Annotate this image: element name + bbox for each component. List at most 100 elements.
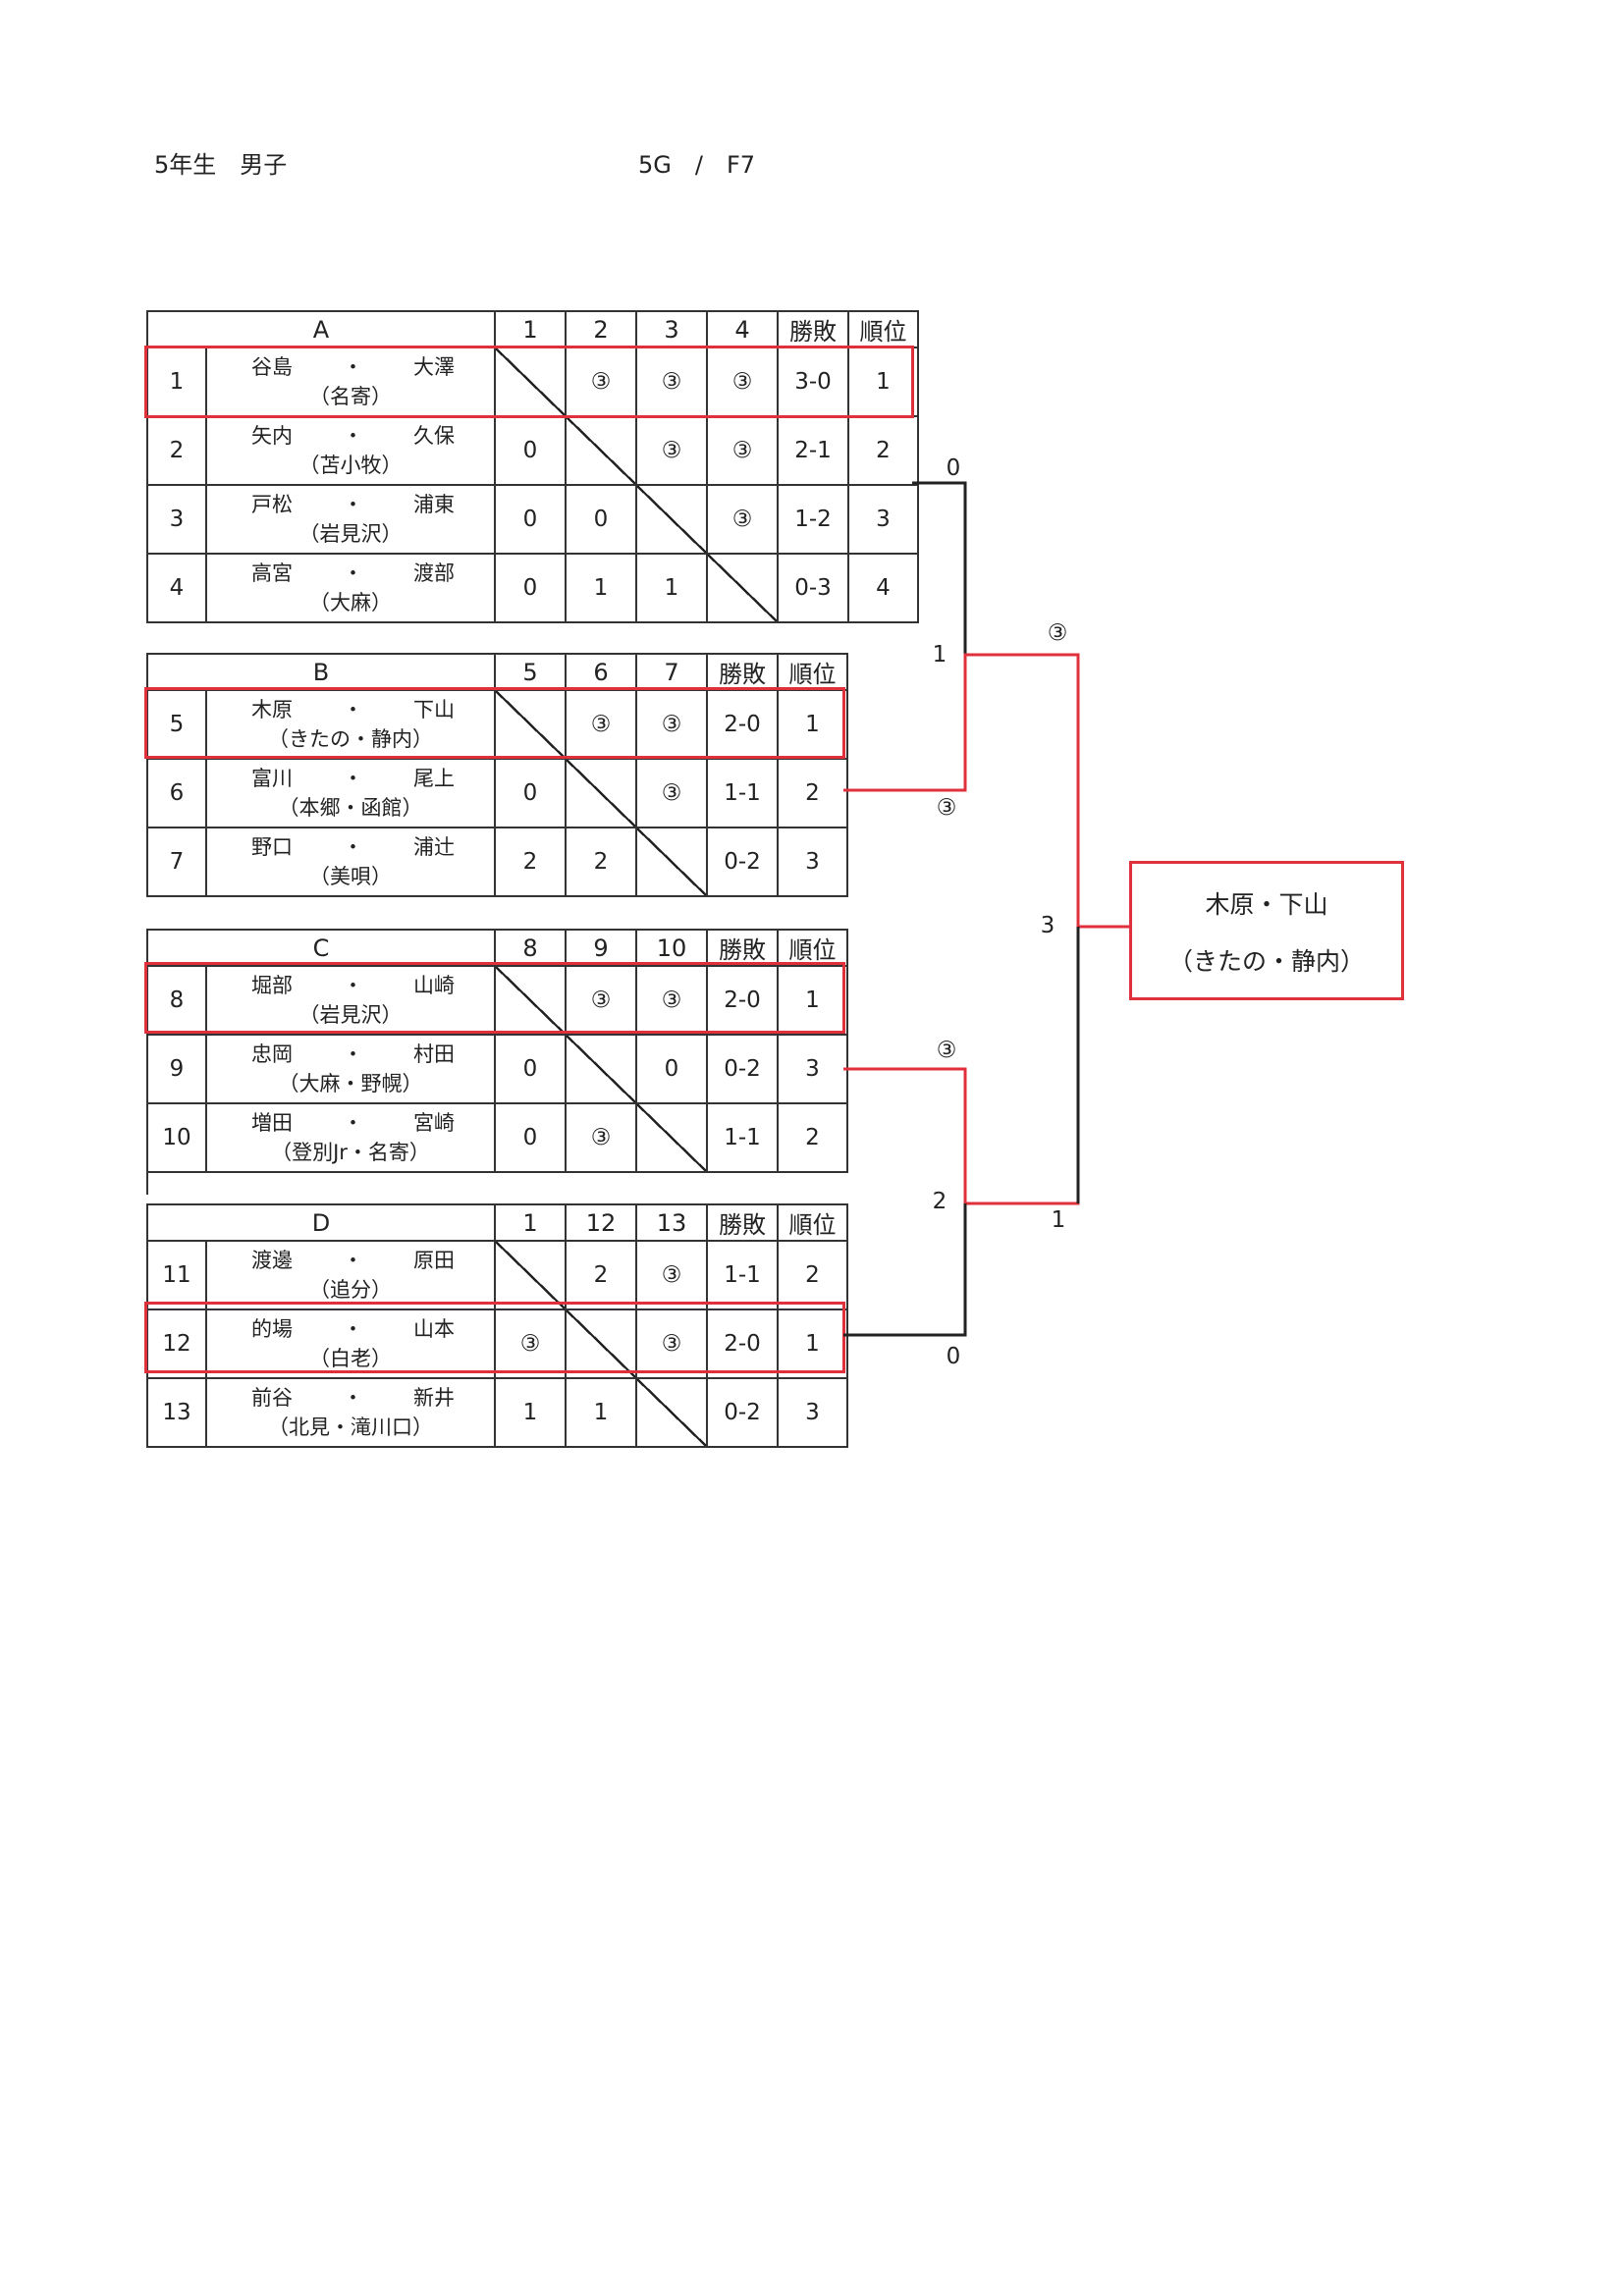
separator: ・ — [343, 767, 363, 790]
score-cell: ③ — [565, 1102, 637, 1173]
diagonal-cell — [706, 553, 779, 623]
score-cell: 0 — [635, 1034, 708, 1104]
rank: 2 — [847, 415, 919, 486]
champion-names: 木原・下山 — [1205, 890, 1328, 919]
score-label: ③ — [936, 795, 957, 821]
player-1: 野口 — [251, 835, 293, 859]
column-header: 10 — [635, 929, 708, 967]
column-header: 9 — [565, 929, 637, 967]
record-header: 勝敗 — [706, 1203, 779, 1242]
spacer — [146, 1171, 847, 1195]
diagonal-cell — [494, 1240, 567, 1310]
player-1: 戸松 — [251, 493, 293, 516]
team-number: 8 — [146, 965, 207, 1036]
column-header: 8 — [494, 929, 567, 967]
player-2: 山崎 — [413, 974, 455, 997]
group-label: A — [146, 310, 496, 348]
separator: ・ — [343, 974, 363, 997]
player-1: 木原 — [251, 698, 293, 721]
team-cell: 増田・宮崎（登別Jr・名寄） — [205, 1102, 496, 1173]
separator: ・ — [343, 424, 363, 448]
team-number: 11 — [146, 1240, 207, 1310]
club: （白老） — [309, 1347, 392, 1370]
score-cell: 0 — [494, 484, 567, 555]
player-2: 浦辻 — [413, 835, 455, 859]
club: （大麻） — [309, 591, 392, 614]
score-cell: 0 — [494, 1102, 567, 1173]
record: 0-2 — [706, 827, 779, 897]
team-cell: 堀部・山崎（岩見沢） — [205, 965, 496, 1036]
player-2: 浦東 — [413, 493, 455, 516]
diagonal-cell — [494, 965, 567, 1036]
score-cell: ③ — [635, 415, 708, 486]
player-2: 村田 — [413, 1042, 455, 1066]
club: （追分） — [309, 1278, 392, 1302]
group-label: C — [146, 929, 496, 967]
score-cell: ③ — [565, 347, 637, 417]
diagonal-cell — [635, 1102, 708, 1173]
separator: ・ — [343, 835, 363, 859]
record-header: 勝敗 — [706, 653, 779, 691]
player-1: 忠岡 — [251, 1042, 293, 1066]
player-1: 富川 — [251, 767, 293, 790]
team-cell: 忠岡・村田（大麻・野幌） — [205, 1034, 496, 1104]
rank: 1 — [847, 347, 919, 417]
score-label: 1 — [932, 642, 947, 667]
player-2: 尾上 — [413, 767, 455, 790]
player-1: 的場 — [251, 1317, 293, 1341]
player-1: 増田 — [251, 1111, 293, 1135]
club: （岩見沢） — [298, 522, 403, 546]
team-number: 6 — [146, 758, 207, 828]
separator: ・ — [343, 355, 363, 379]
rank: 3 — [777, 1034, 848, 1104]
separator: ・ — [343, 1386, 363, 1410]
record: 0-2 — [706, 1377, 779, 1448]
diagonal-cell — [565, 1308, 637, 1379]
score-cell: ③ — [635, 965, 708, 1036]
score-cell: 2 — [494, 827, 567, 897]
score-cell: ③ — [565, 689, 637, 760]
team-cell: 戸松 ・ 浦東 （岩見沢） — [205, 484, 496, 555]
team-number: 2 — [146, 415, 207, 486]
diagonal-cell — [565, 758, 637, 828]
player-1: 堀部 — [251, 974, 293, 997]
rank: 3 — [847, 484, 919, 555]
record: 1-1 — [706, 1102, 779, 1173]
rank: 3 — [777, 1377, 848, 1448]
rank-header: 順位 — [847, 310, 919, 348]
score-cell: 0 — [565, 484, 637, 555]
separator: ・ — [343, 698, 363, 721]
champion-club: （きたの・静内） — [1167, 947, 1365, 976]
category-title: 5年生 男子 — [154, 151, 288, 179]
score-cell: 1 — [565, 1377, 637, 1448]
team-number: 12 — [146, 1308, 207, 1379]
record-header: 勝敗 — [706, 929, 779, 967]
separator: ・ — [343, 1249, 363, 1272]
score-label: 1 — [1051, 1207, 1066, 1233]
diagonal-cell — [635, 1377, 708, 1448]
bracket-line-c-win — [843, 927, 1080, 1205]
score-label: 0 — [946, 1344, 961, 1369]
record: 0-2 — [706, 1034, 779, 1104]
player-1: 前谷 — [251, 1386, 293, 1410]
player-1: 谷島 — [251, 355, 293, 379]
record: 2-0 — [706, 965, 779, 1036]
player-2: 原田 — [413, 1249, 455, 1272]
club: （美唄） — [309, 865, 392, 888]
score-cell: ③ — [635, 689, 708, 760]
separator: ・ — [343, 493, 363, 516]
record-header: 勝敗 — [777, 310, 849, 348]
score-label: ③ — [1047, 620, 1068, 646]
record: 1-1 — [706, 758, 779, 828]
rank: 3 — [777, 827, 848, 897]
